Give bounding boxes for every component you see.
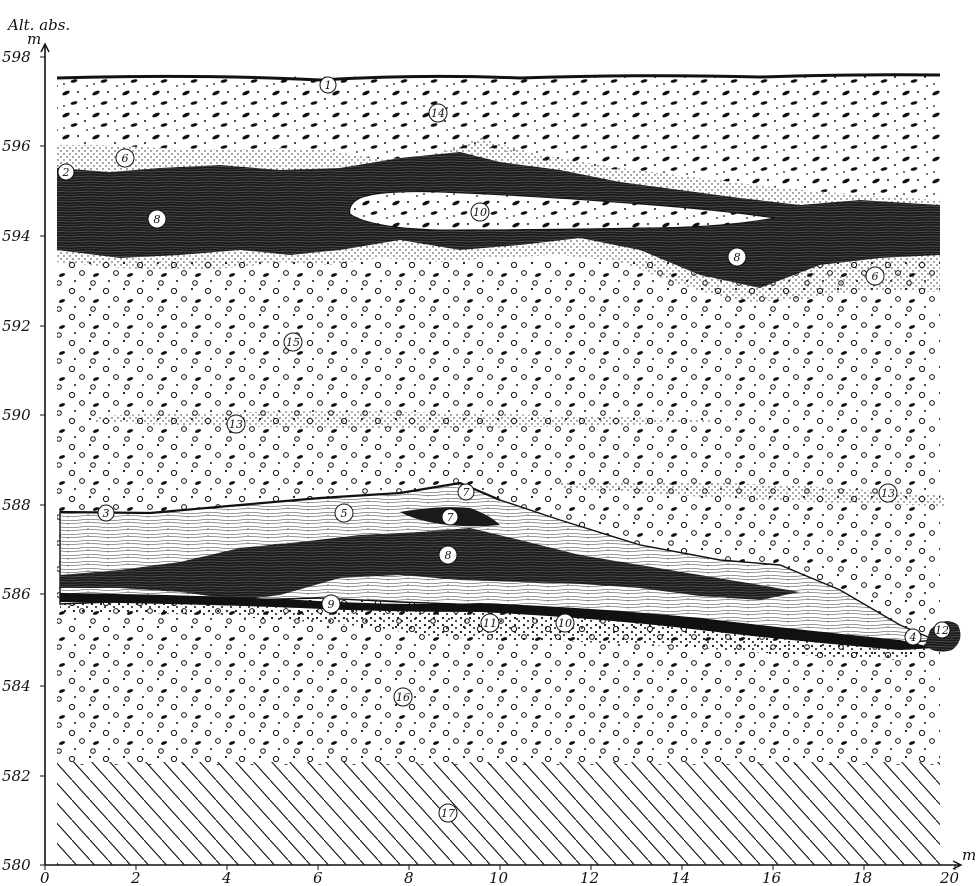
- layer-label: 17: [439, 804, 457, 822]
- layer-label: 10: [556, 614, 574, 632]
- layer-label: 4: [905, 629, 921, 645]
- section-layers: [57, 75, 960, 865]
- svg-text:16: 16: [396, 691, 410, 704]
- layer-label: 11: [481, 614, 499, 632]
- svg-text:5: 5: [341, 507, 348, 520]
- svg-text:20: 20: [939, 869, 960, 886]
- layer-label: 13: [879, 484, 897, 502]
- svg-text:18: 18: [853, 869, 872, 886]
- x-tick: 14: [671, 865, 690, 886]
- x-tick: 4: [221, 865, 232, 886]
- svg-text:596: 596: [2, 137, 31, 155]
- svg-text:17: 17: [441, 807, 455, 820]
- svg-text:0: 0: [40, 869, 50, 886]
- svg-text:10: 10: [473, 206, 487, 219]
- svg-text:16: 16: [762, 869, 782, 886]
- layer-label: 15: [284, 333, 302, 351]
- x-tick: 20: [939, 865, 960, 886]
- svg-text:14: 14: [671, 869, 690, 886]
- layer-label: 7: [458, 484, 474, 500]
- svg-text:4: 4: [221, 869, 232, 886]
- svg-text:8: 8: [445, 549, 452, 562]
- svg-text:9: 9: [328, 598, 335, 611]
- y-tick: 596: [2, 137, 45, 155]
- x-tick: 6: [313, 865, 323, 886]
- x-tick: 16: [762, 865, 782, 886]
- svg-text:13: 13: [229, 418, 243, 431]
- svg-text:10: 10: [558, 617, 572, 630]
- x-tick: 8: [404, 865, 414, 886]
- layer-label: 8: [439, 546, 457, 564]
- svg-text:598: 598: [2, 48, 31, 66]
- svg-text:11: 11: [483, 617, 497, 630]
- svg-text:12: 12: [935, 624, 949, 637]
- y-tick: 584: [2, 677, 45, 695]
- svg-text:584: 584: [2, 677, 31, 695]
- layer-label: 6: [116, 149, 134, 167]
- svg-text:594: 594: [2, 227, 31, 245]
- layer-label: 2: [58, 164, 74, 180]
- svg-text:590: 590: [2, 406, 31, 424]
- svg-text:6: 6: [872, 270, 879, 283]
- layer-label: 16: [394, 688, 412, 706]
- x-tick: 18: [853, 865, 872, 886]
- svg-text:4: 4: [909, 631, 917, 644]
- svg-text:586: 586: [2, 585, 31, 603]
- svg-text:8: 8: [154, 213, 161, 226]
- svg-text:12: 12: [580, 869, 599, 886]
- svg-text:588: 588: [2, 496, 31, 514]
- svg-text:13: 13: [881, 487, 895, 500]
- x-tick: 10: [489, 865, 509, 886]
- layer-label: 1: [320, 77, 336, 93]
- svg-text:582: 582: [2, 767, 31, 785]
- y-tick: 580: [2, 856, 45, 874]
- svg-text:7: 7: [463, 486, 470, 499]
- svg-text:592: 592: [2, 317, 31, 335]
- svg-text:15: 15: [286, 336, 300, 349]
- svg-text:6: 6: [313, 869, 323, 886]
- layer-label: 8: [728, 248, 746, 266]
- layer-label: 14: [429, 104, 447, 122]
- y-tick: 586: [2, 585, 45, 603]
- bedrock-layer: [57, 762, 940, 865]
- svg-text:10: 10: [489, 869, 509, 886]
- svg-text:2: 2: [62, 166, 70, 179]
- y-axis-unit: m: [27, 30, 41, 48]
- svg-text:580: 580: [2, 856, 31, 874]
- svg-text:8: 8: [404, 869, 414, 886]
- y-tick: 582: [2, 767, 45, 785]
- y-tick: 592: [2, 317, 45, 335]
- layer-label: 7: [442, 509, 458, 525]
- svg-text:14: 14: [431, 107, 445, 120]
- x-tick: 12: [580, 865, 599, 886]
- svg-text:8: 8: [734, 251, 741, 264]
- layer-label: 12: [934, 622, 950, 638]
- y-tick: 590: [2, 406, 45, 424]
- svg-text:6: 6: [122, 152, 129, 165]
- svg-text:3: 3: [103, 507, 110, 520]
- y-tick: 598: [2, 48, 45, 66]
- y-tick: 588: [2, 496, 45, 514]
- layer-label: 6: [866, 267, 884, 285]
- svg-text:1: 1: [325, 79, 332, 92]
- svg-text:7: 7: [447, 511, 454, 524]
- x-tick: 0: [40, 865, 50, 886]
- x-axis-unit: m: [962, 846, 976, 864]
- layer-label: 13: [227, 415, 245, 433]
- layer-label: 8: [148, 210, 166, 228]
- layer-label: 9: [322, 595, 340, 613]
- svg-text:2: 2: [130, 869, 141, 886]
- layer-label: 3: [98, 505, 114, 521]
- layer-label: 10: [471, 203, 489, 221]
- y-tick: 594: [2, 227, 45, 245]
- layer-label: 5: [335, 504, 353, 522]
- x-tick: 2: [130, 865, 141, 886]
